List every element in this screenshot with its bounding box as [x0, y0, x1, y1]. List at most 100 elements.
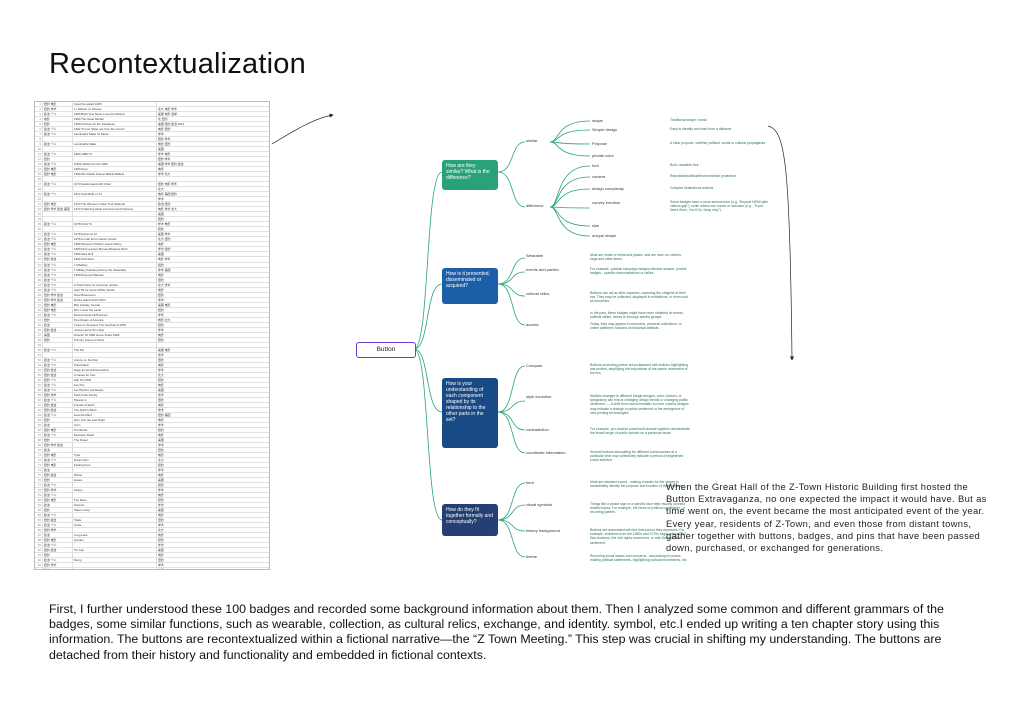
sheet-cell: 62	[35, 407, 43, 412]
sheet-cell: 49	[35, 342, 43, 347]
sheet-cell: 政治 个人	[43, 312, 73, 317]
sheet-cell: Harvest	[73, 503, 157, 508]
sheet-cell: 纽约 个人	[43, 377, 73, 382]
sheet-cell: 政治 个人	[43, 252, 73, 257]
sheet-cell: 纽约 政治	[43, 367, 73, 372]
arrow-to-map	[271, 113, 334, 145]
sheet-cell: 纽约 学术 政治	[43, 297, 73, 302]
sheet-cell: 政治	[43, 468, 73, 473]
sheet-cell: 纽约 政治	[43, 327, 73, 332]
sheet-cell: 1962 "If your Sister are from the Comic"	[73, 127, 157, 132]
fit-item-name: visual symbols	[526, 502, 553, 507]
sheet-cell: 52	[35, 357, 43, 362]
sheet-cell: 14	[35, 167, 43, 172]
sheet-cell: 电影	[158, 332, 164, 337]
sheet-cell: 1989 Museum Children Good Library	[73, 242, 157, 247]
sheet-cell: 政治 个人	[43, 162, 73, 167]
fit-item-name: theme	[526, 554, 538, 559]
sheet-cell: 1982 First Rest	[73, 257, 157, 262]
sheet-cell: 政治 个人	[43, 493, 73, 498]
sheet-cell: 88	[35, 538, 43, 543]
sheet-cell: 电影	[158, 433, 164, 438]
sheet-cell	[157, 102, 269, 106]
sheet-cell: 学术	[158, 312, 164, 317]
sheet-cell: 纽约 电影	[43, 102, 73, 107]
sheet-cell: 电影 学术	[158, 257, 171, 262]
sheet-cell: 学术	[158, 488, 164, 493]
sheet-cell: 美国	[158, 478, 164, 483]
sheet-cell: 纽约	[158, 558, 164, 563]
sheet-cell: 电影 学术 北大	[158, 207, 177, 212]
sheet-cell: 学术	[158, 423, 164, 427]
sheet-cell: 美国	[158, 147, 164, 152]
sheet-cell: 69	[35, 443, 43, 448]
sheet-cell: 15	[35, 172, 43, 177]
sheet-cell: Jersey Laurel Tom Ship	[73, 327, 157, 332]
sheet-cell: Zero One the Last Night	[73, 417, 157, 422]
question-presentation: How is it presented, disseminated or acq…	[442, 268, 498, 304]
component-item-desc: Stylistic changes in different badge des…	[590, 394, 689, 415]
sheet-cell: Rocks Island Smith Mind	[73, 297, 157, 302]
presented-item-desc: Buttons can act as time capsules, captur…	[590, 291, 688, 304]
sheet-cell: 纽约	[158, 357, 164, 362]
sheet-cell: 24	[35, 217, 43, 222]
sheet-cell	[73, 543, 157, 548]
sheet-cell: 北大	[158, 187, 164, 192]
sheet-cell: 1960 Keys	[73, 167, 157, 172]
sheet-cell: Mercy	[73, 558, 157, 563]
difference-item-name: font	[592, 163, 599, 168]
sheet-cell: 77	[35, 483, 43, 488]
sheet-cell: 政治	[43, 423, 73, 428]
sheet-cell: 学术	[158, 367, 164, 372]
sheet-cell: 34	[35, 267, 43, 272]
difference-item-name: convey emotion	[592, 200, 621, 205]
sheet-cell: 纽约 政治	[43, 372, 73, 377]
sheet-cell: 73	[35, 463, 43, 468]
sheet-cell: 25	[35, 222, 43, 227]
component-item-desc: Several buttons advocating for different…	[590, 450, 684, 463]
sheet-cell: 北 纽约	[158, 117, 168, 122]
sheet-cell: 纽约	[43, 508, 73, 513]
similar-item-name: Simple design	[592, 127, 618, 132]
sheet-cell: 19	[35, 192, 43, 197]
sheet-cell: 政治 个人	[43, 543, 73, 548]
sheet-cell: 纽约 学术 政治 美国	[43, 207, 73, 212]
sheet-cell: 学术	[158, 392, 164, 397]
sheet-cell: Let Rhythm Get Ready	[73, 387, 157, 392]
sheet-cell: 1960 Bush One Never Love the Mission	[73, 112, 157, 117]
sheet-cell: Garden	[73, 538, 157, 543]
sheet-cell: 学术	[158, 563, 164, 568]
sheet-cell: The Power	[73, 438, 157, 443]
sheet-cell: 纽约 学术	[158, 157, 171, 162]
sheet-cell: 纽约	[43, 122, 73, 127]
sheet-cell	[43, 147, 73, 152]
sheet-cell: 纽约	[158, 227, 164, 232]
sheet-cell: 电影	[158, 362, 164, 367]
sheet-cell: 1978 A Crab From Interior Center	[73, 237, 157, 242]
sheet-cell: 74	[35, 468, 43, 473]
sheet-cell: 学术 电影	[158, 152, 171, 157]
component-item-desc: Buttons promoting peace are juxtaposed w…	[590, 363, 689, 376]
sheet-cell: 30	[35, 247, 43, 252]
